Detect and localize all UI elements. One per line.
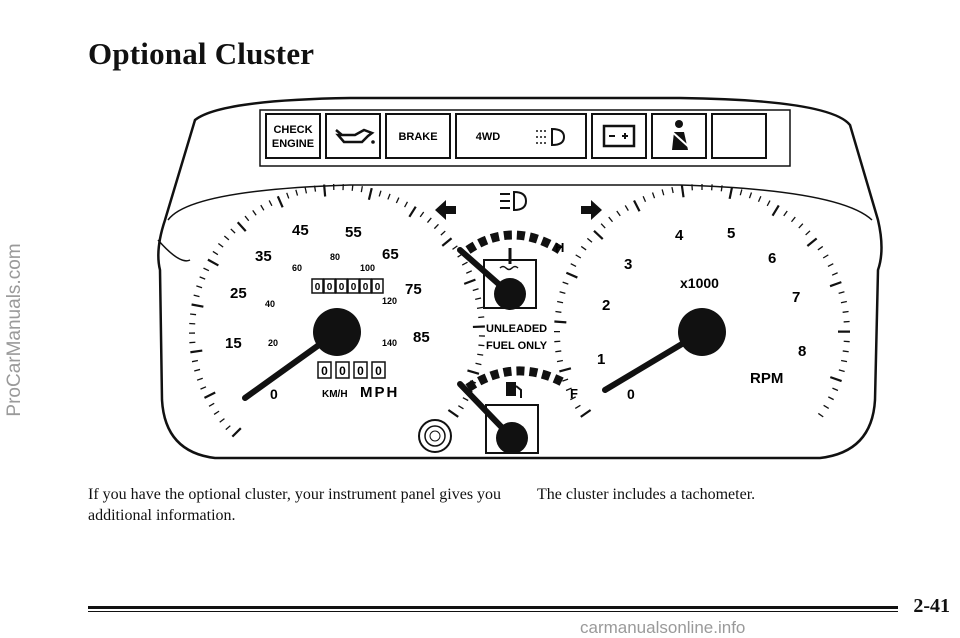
page-number: 2-41 — [913, 595, 950, 618]
svg-text:4WD: 4WD — [476, 131, 501, 143]
svg-text:KM/H: KM/H — [322, 389, 348, 400]
svg-text:x1000: x1000 — [680, 275, 719, 291]
svg-text:MPH: MPH — [360, 384, 399, 401]
svg-text:RPM: RPM — [750, 370, 783, 387]
gauge-tick — [721, 185, 722, 191]
instrument-cluster-figure: CHECK ENGINE BRAKE 4WD — [150, 80, 885, 470]
svg-text:FUEL ONLY: FUEL ONLY — [486, 340, 548, 352]
odometer-digit: 0 — [327, 282, 333, 293]
svg-text:100: 100 — [360, 263, 375, 273]
svg-text:1: 1 — [597, 351, 605, 368]
gauge-tick — [478, 317, 484, 318]
svg-text:UNLEADED: UNLEADED — [486, 323, 547, 335]
svg-text:15: 15 — [225, 335, 242, 352]
odometer-digit: 0 — [363, 282, 369, 293]
svg-text:140: 140 — [382, 338, 397, 348]
side-watermark: ProCarManuals.com — [2, 120, 28, 540]
odometer-digit: 0 — [375, 364, 382, 378]
svg-text:25: 25 — [230, 285, 247, 302]
caption-right: The cluster includes a tachometer. — [537, 484, 917, 505]
svg-text:ENGINE: ENGINE — [272, 138, 314, 150]
gauge-tick — [190, 314, 196, 315]
svg-text:8: 8 — [798, 343, 806, 360]
svg-text:75: 75 — [405, 281, 422, 298]
svg-text:80: 80 — [330, 252, 340, 262]
gauge-tick — [555, 351, 561, 352]
svg-text:H: H — [555, 240, 564, 255]
odometer-digit: 0 — [339, 364, 346, 378]
gauge-tick — [478, 345, 484, 346]
svg-text:60: 60 — [292, 263, 302, 273]
svg-text:5: 5 — [727, 225, 735, 242]
gauge-tick — [843, 351, 849, 352]
cluster-illustration: CHECK ENGINE BRAKE 4WD — [150, 80, 885, 470]
svg-text:65: 65 — [382, 246, 399, 263]
svg-text:85: 85 — [413, 329, 430, 346]
odometer-digit: 0 — [351, 282, 357, 293]
odometer-digit: 0 — [357, 364, 364, 378]
gauge-tick — [352, 185, 353, 191]
svg-text:6: 6 — [768, 250, 776, 267]
gauge-tick — [324, 185, 325, 197]
svg-text:3: 3 — [624, 256, 632, 273]
svg-text:BRAKE: BRAKE — [398, 131, 437, 143]
page-title: Optional Cluster — [88, 36, 314, 72]
tachometer-hub — [678, 308, 726, 356]
gauge-tick — [315, 186, 316, 192]
svg-text:2: 2 — [602, 297, 610, 314]
svg-text:120: 120 — [382, 296, 397, 306]
svg-text:45: 45 — [292, 222, 309, 239]
footer-rule — [88, 606, 898, 609]
gauge-tick — [843, 311, 849, 312]
svg-text:0: 0 — [270, 386, 278, 402]
odometer-digit: 0 — [339, 282, 345, 293]
odometer-digit: 0 — [375, 282, 381, 293]
footer-rule-thin — [88, 611, 898, 612]
svg-text:4: 4 — [675, 227, 684, 244]
svg-text:CHECK: CHECK — [273, 124, 312, 136]
gauge-tick — [477, 354, 483, 355]
svg-text:55: 55 — [345, 224, 362, 241]
gauge-tick — [555, 311, 561, 312]
bottom-watermark: carmanualsonline.info — [580, 618, 745, 638]
svg-text:35: 35 — [255, 248, 272, 265]
svg-text:7: 7 — [792, 289, 800, 306]
svg-text:20: 20 — [268, 338, 278, 348]
caption-left: If you have the optional cluster, your i… — [88, 484, 508, 526]
gauge-tick — [554, 322, 566, 323]
odometer-digit: 0 — [321, 364, 328, 378]
odometer-digit: 0 — [315, 282, 321, 293]
svg-text:40: 40 — [265, 299, 275, 309]
speedometer-hub — [313, 308, 361, 356]
svg-text:0: 0 — [627, 386, 635, 402]
